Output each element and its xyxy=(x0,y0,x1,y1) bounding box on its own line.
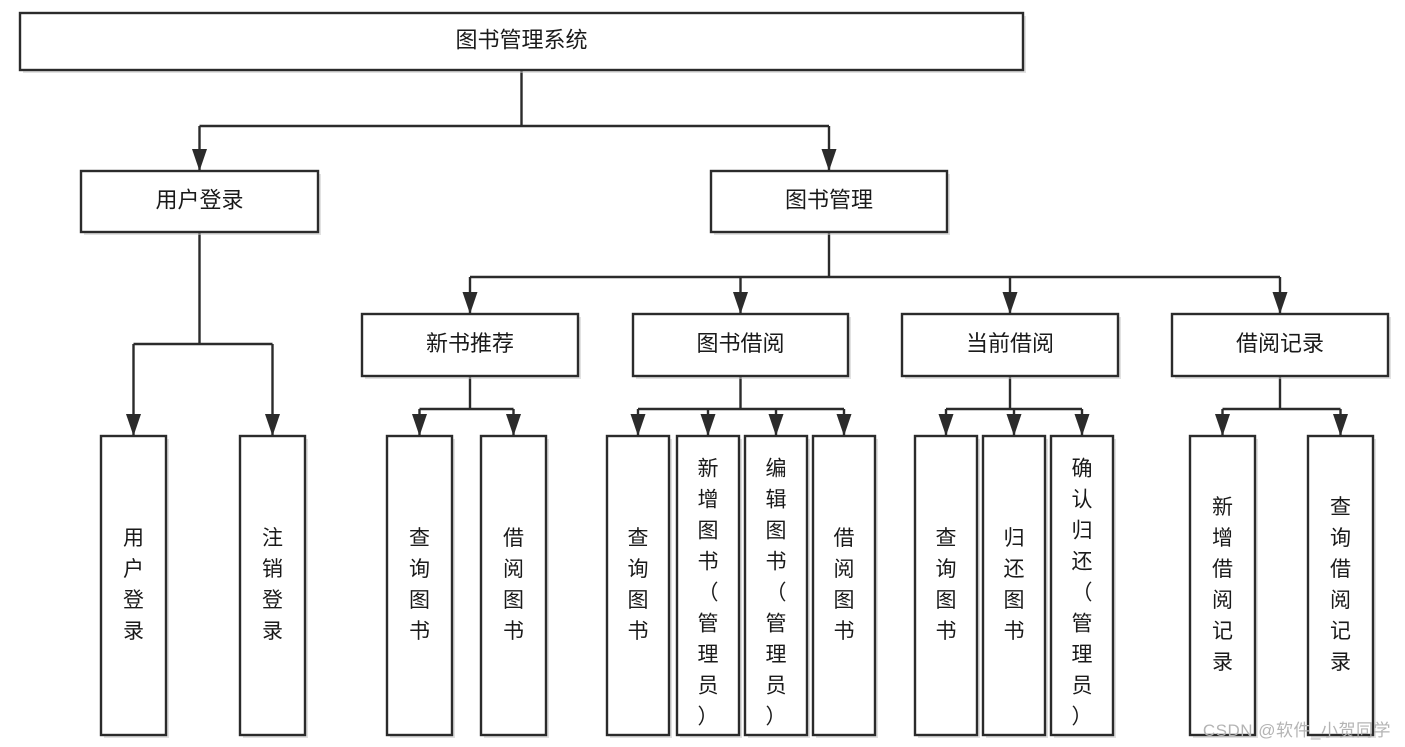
node-box[interactable] xyxy=(385,434,454,737)
node-box[interactable] xyxy=(1306,434,1375,737)
node-leaf-cur-return-book[interactable]: 归还图书 xyxy=(981,434,1048,738)
node-root-图书管理系统[interactable]: 图书管理系统 xyxy=(18,11,1026,73)
node-box[interactable] xyxy=(79,169,320,234)
node-label: 图书管理 xyxy=(785,187,873,212)
node-box[interactable] xyxy=(811,434,877,737)
node-leaf-user-login[interactable]: 用户登录 xyxy=(99,434,169,738)
node-leaf-rec-query-record[interactable]: 查询借阅记录 xyxy=(1306,434,1376,738)
node-label: 借阅图书 xyxy=(834,527,855,643)
edge-arrowhead-icon xyxy=(412,414,427,436)
node-box[interactable] xyxy=(1170,312,1390,378)
node-leaf-rec-borrow-book[interactable]: 借阅图书 xyxy=(479,434,549,738)
node-box[interactable] xyxy=(479,434,548,737)
node-leaf-rec-add-record[interactable]: 新增借阅记录 xyxy=(1188,434,1258,738)
node-label: 查询图书 xyxy=(628,527,649,643)
node-leaf-user-logout[interactable]: 注销登录 xyxy=(238,434,308,738)
node-box[interactable] xyxy=(1188,434,1257,737)
node-leaf-borrow-borrow-book[interactable]: 借阅图书 xyxy=(811,434,878,738)
node-box[interactable] xyxy=(238,434,307,737)
node-box[interactable] xyxy=(18,11,1025,72)
node-user-login[interactable]: 用户登录 xyxy=(79,169,321,235)
node-label: 确认归还（管理员） xyxy=(1072,457,1093,728)
node-box[interactable] xyxy=(360,312,580,378)
node-book-manage[interactable]: 图书管理 xyxy=(709,169,950,235)
node-label: 查询图书 xyxy=(409,527,430,643)
node-box[interactable] xyxy=(1049,434,1115,737)
edge-arrowhead-icon xyxy=(1215,414,1230,436)
edge-arrowhead-icon xyxy=(126,414,141,436)
node-box[interactable] xyxy=(743,434,809,737)
node-box[interactable] xyxy=(631,312,850,378)
edge-arrowhead-icon xyxy=(733,292,748,314)
edge-arrowhead-icon xyxy=(1272,292,1288,314)
node-label: 用户登录 xyxy=(155,187,243,212)
node-box[interactable] xyxy=(605,434,671,737)
node-leaf-cur-query-book[interactable]: 查询图书 xyxy=(913,434,980,738)
edge-arrowhead-icon xyxy=(265,414,280,436)
node-borrow-record[interactable]: 借阅记录 xyxy=(1170,312,1391,379)
edge-arrowhead-icon xyxy=(821,149,837,171)
edge-arrowhead-icon xyxy=(1002,292,1018,314)
node-leaf-cur-confirm-return[interactable]: 确认归还（管理员） xyxy=(1049,434,1116,738)
node-box[interactable] xyxy=(709,169,949,234)
node-leaf-borrow-query-book[interactable]: 查询图书 xyxy=(605,434,672,738)
node-label: 编辑图书（管理员） xyxy=(766,457,787,728)
edges-layer xyxy=(126,70,1348,436)
node-leaf-borrow-add-book[interactable]: 新增图书（管理员） xyxy=(675,434,742,738)
node-leaf-rec-query-book[interactable]: 查询图书 xyxy=(385,434,455,738)
edge-arrowhead-icon xyxy=(462,292,478,314)
node-label: 当前借阅 xyxy=(966,331,1054,356)
nodes-layer: 图书管理系统用户登录图书管理新书推荐图书借阅当前借阅借阅记录用户登录注销登录查询… xyxy=(18,11,1391,738)
edge-arrowhead-icon xyxy=(836,414,852,436)
node-book-borrow[interactable]: 图书借阅 xyxy=(631,312,851,379)
node-label: 查询借阅记录 xyxy=(1330,496,1351,674)
edge-arrowhead-icon xyxy=(1006,414,1022,436)
edge-arrowhead-icon xyxy=(506,414,521,436)
node-label: 图书借阅 xyxy=(696,331,784,356)
node-label: 归还图书 xyxy=(1004,527,1025,643)
node-box[interactable] xyxy=(675,434,741,737)
node-label: 借阅记录 xyxy=(1236,331,1324,356)
node-box[interactable] xyxy=(981,434,1047,737)
node-new-book-rec[interactable]: 新书推荐 xyxy=(360,312,581,379)
node-label: 用户登录 xyxy=(123,527,144,643)
node-label: 查询图书 xyxy=(936,527,957,643)
node-label: 图书管理系统 xyxy=(455,27,587,52)
edge-arrowhead-icon xyxy=(630,414,646,436)
node-label: 新增图书（管理员） xyxy=(698,457,719,728)
edge-arrowhead-icon xyxy=(192,149,207,171)
csdn-watermark: CSDN @软件_小贺同学 xyxy=(1202,721,1391,740)
edge-arrowhead-icon xyxy=(938,414,954,436)
node-label: 借阅图书 xyxy=(503,527,524,643)
node-leaf-borrow-edit-book[interactable]: 编辑图书（管理员） xyxy=(743,434,810,738)
node-label: 新书推荐 xyxy=(426,331,514,356)
edge-arrowhead-icon xyxy=(1074,414,1090,436)
node-box[interactable] xyxy=(99,434,168,737)
node-box[interactable] xyxy=(900,312,1120,378)
edge-arrowhead-icon xyxy=(700,414,716,436)
edge-arrowhead-icon xyxy=(1333,414,1348,436)
node-box[interactable] xyxy=(913,434,979,737)
node-label: 新增借阅记录 xyxy=(1212,496,1233,674)
node-current-borrow[interactable]: 当前借阅 xyxy=(900,312,1121,379)
edge-arrowhead-icon xyxy=(768,414,784,436)
node-label: 注销登录 xyxy=(262,527,283,643)
